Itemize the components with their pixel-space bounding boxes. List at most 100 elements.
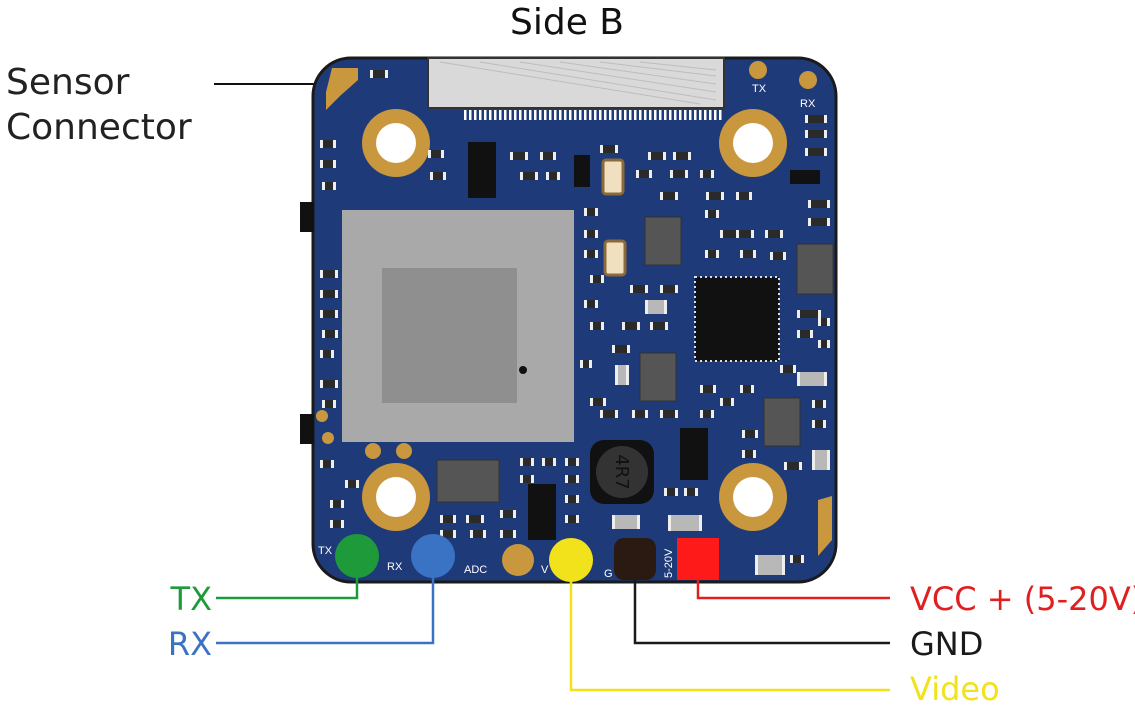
connector-pin [609,110,612,120]
smd-component [765,230,783,238]
smd-component [546,172,560,180]
smd-component [565,495,579,503]
gold-via-3 [316,410,328,422]
side-tab-bottom [300,414,314,444]
diagram-title: Side B [510,2,624,43]
adc-pad [502,544,534,576]
smd-component [670,170,688,178]
transistor-a [468,142,496,198]
connector-pin [639,110,642,120]
connector-pin [654,110,657,120]
smd-component [320,270,338,278]
pcb-board: TX RX 4R7 [300,56,838,584]
smd-component [755,555,785,575]
tx-pad [335,534,379,578]
mounting-hole-top-right [719,109,787,177]
ic-chip-d [763,397,801,447]
smd-component [580,360,592,368]
mounting-hole-top-left [362,109,430,177]
connector-pin [539,110,542,120]
smd-component [780,365,796,373]
sensor-label-line2: Connector [6,107,192,148]
video-pad [549,538,593,582]
gold-via-1 [365,443,381,459]
connector-pin [589,110,592,120]
transistor-c [528,484,556,540]
connector-pin [574,110,577,120]
smd-component [648,152,666,160]
rx-wire [216,576,435,645]
smd-component [650,322,668,330]
connector-pin [679,110,682,120]
connector-pin [474,110,477,120]
gnd-pad [614,538,656,580]
silk-rx-top: RX [800,98,816,110]
connector-pin [594,110,597,120]
smd-component [736,192,752,200]
transistor-d [680,428,708,480]
smd-component [700,385,716,393]
connector-pin [579,110,582,120]
connector-pin [604,110,607,120]
connector-pin [614,110,617,120]
smd-component [684,488,698,496]
mounting-hole-bottom-right [719,463,787,531]
ic-chip-c [639,352,677,402]
smd-component [510,152,528,160]
smd-component [322,330,338,338]
video-wire [569,580,890,692]
smd-component [742,450,756,458]
connector-pin [559,110,562,120]
connector-pin [529,110,532,120]
silk-gnd-pad: G [604,568,613,580]
connector-pin [489,110,492,120]
connector-pin-row [464,110,722,120]
passive-components [320,70,830,575]
silk-tx-pad: TX [318,545,333,557]
smd-component [808,218,830,226]
inductor-4r7: 4R7 [590,440,654,504]
smd-component [790,555,804,563]
smd-component [805,148,827,156]
connector-pin [669,110,672,120]
connector-pin [554,110,557,120]
connector-pin [624,110,627,120]
smd-component [320,290,338,298]
smd-component [736,230,754,238]
gold-via-4 [322,432,334,444]
smd-component [500,530,516,538]
connector-pin [484,110,487,120]
smd-component [590,322,604,330]
connector-pin [599,110,602,120]
smd-component [622,322,640,330]
smd-component [740,385,754,393]
smd-component [542,458,556,466]
smd-component [565,475,579,483]
rx-wire-label: RX [168,625,212,663]
tx-test-pad [749,61,767,79]
smd-component [615,365,629,385]
smd-component [330,520,344,528]
vcc-wire-label: VCC + (5-20V) [910,580,1135,618]
smd-component [584,230,598,238]
smd-component [636,170,652,178]
smd-component [797,330,813,338]
smd-component [540,152,556,160]
gnd-wire-label: GND [910,625,983,663]
smd-component [645,300,667,314]
inductor-label: 4R7 [611,454,632,489]
connector-pin [514,110,517,120]
smd-component [322,182,336,190]
connector-pin [564,110,567,120]
smd-component [590,398,606,406]
connector-pin [699,110,702,120]
smd-component [630,285,648,293]
connector-pin [644,110,647,120]
rx-test-pad [799,71,817,89]
smd-component [466,515,484,523]
smd-component [664,488,678,496]
smd-component [660,285,678,293]
smd-component [500,510,516,518]
ic-chip-e [436,459,500,503]
